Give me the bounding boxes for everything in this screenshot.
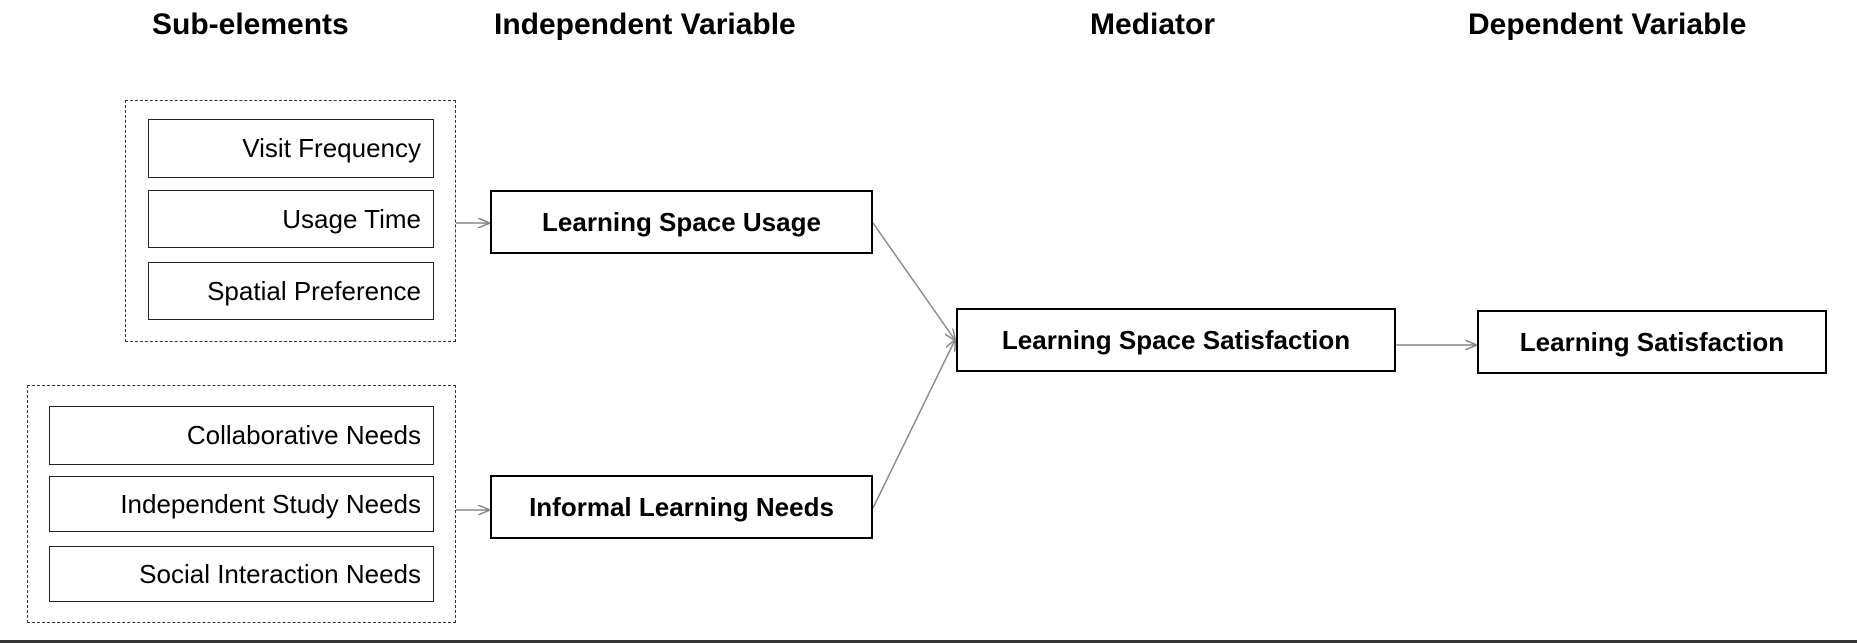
node-informal-learning-needs: Informal Learning Needs: [490, 475, 873, 539]
sub-element-collaborative-needs: Collaborative Needs: [49, 406, 434, 465]
arrow-usage-to-space-satisfaction: [872, 222, 955, 340]
sub-element-visit-frequency: Visit Frequency: [148, 119, 434, 178]
sub-element-spatial-preference: Spatial Preference: [148, 262, 434, 320]
node-learning-satisfaction: Learning Satisfaction: [1477, 310, 1827, 374]
sub-elements-group-needs: [27, 385, 456, 623]
header-mediator: Mediator: [1090, 8, 1216, 41]
arrow-needs-to-space-satisfaction: [872, 340, 955, 509]
header-sub-elements: Sub-elements: [152, 8, 349, 41]
sub-element-social-interaction-needs: Social Interaction Needs: [49, 546, 434, 602]
sub-elements-group-usage: [125, 100, 456, 342]
header-independent-variable: Independent Variable: [494, 8, 796, 41]
sub-element-independent-study-needs: Independent Study Needs: [49, 476, 434, 532]
header-dependent-variable: Dependent Variable: [1468, 8, 1747, 41]
node-learning-space-satisfaction: Learning Space Satisfaction: [956, 308, 1396, 372]
bottom-divider: [0, 640, 1857, 643]
node-learning-space-usage: Learning Space Usage: [490, 190, 873, 254]
sub-element-usage-time: Usage Time: [148, 190, 434, 248]
